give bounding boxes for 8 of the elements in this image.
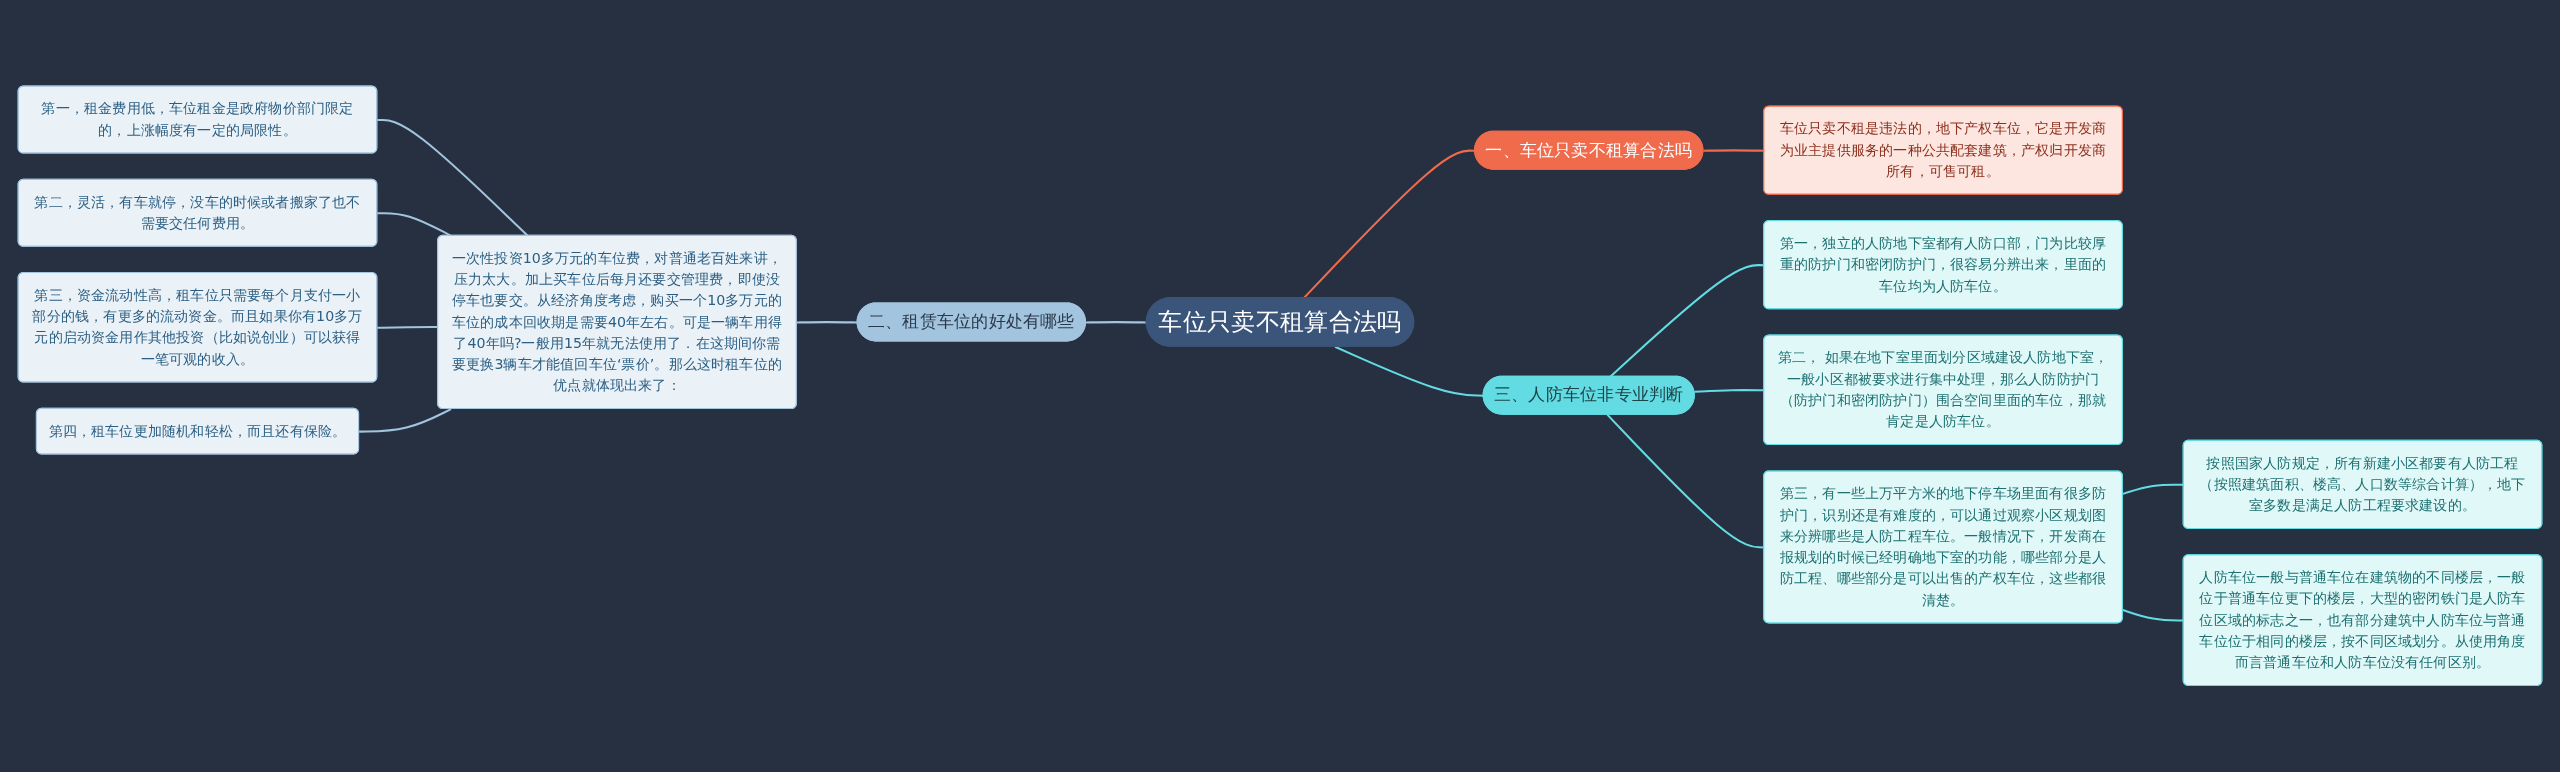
connector: [796, 321, 858, 324]
connector: [377, 119, 529, 237]
connector: [1085, 321, 1147, 324]
connector: [359, 408, 452, 433]
connector: [377, 212, 452, 237]
connector: [2122, 483, 2184, 496]
connector: [2122, 609, 2184, 622]
connector: [1334, 346, 1484, 397]
